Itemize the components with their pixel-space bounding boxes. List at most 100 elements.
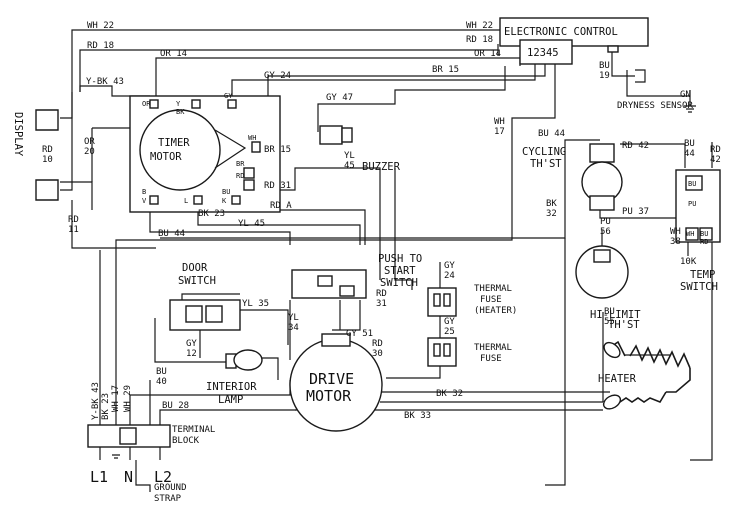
- wire-or20-2: 20: [84, 147, 95, 157]
- wire-rd18-right: RD 18: [466, 35, 493, 45]
- ts-wh: WH: [686, 230, 694, 238]
- ts-pu: PU: [688, 200, 696, 208]
- wire-bu40-1: BU: [156, 367, 167, 377]
- wire-gy24-push-1: GY: [444, 261, 455, 271]
- ground-strap-label-2: STRAP: [154, 494, 182, 504]
- ts-rd: RD: [700, 238, 708, 246]
- wire-gy24-push-2: 24: [444, 271, 455, 281]
- dryness-sensor-label-1: DRYNESS SENSOR: [617, 101, 693, 111]
- terminal-v: V: [142, 197, 147, 205]
- timer-motor: TIMER MOTOR OR Y BK GY WH BR RD B V L BU…: [129, 92, 281, 213]
- hi-limit-thermostat: HI-LIMIT TH'ST: [575, 230, 641, 331]
- wire-yl45-buzzer-2: 45: [344, 161, 355, 171]
- wire-yl34-2: 34: [288, 323, 299, 333]
- hi-limit-label-2: TH'ST: [608, 319, 640, 331]
- heater: HEATER: [598, 340, 691, 403]
- wire-wh22-right: WH 22: [466, 21, 493, 31]
- wire-bu19-2: 19: [599, 71, 610, 81]
- buzzer-label: BUZZER: [362, 161, 401, 173]
- wire-yl45-buzzer-1: YL: [344, 151, 355, 161]
- l2-label: L2: [154, 468, 172, 486]
- wire-rd31-timer: RD 31: [264, 181, 291, 191]
- wire-gy47: GY 47: [326, 93, 353, 103]
- wire-rd30-1: RD: [372, 339, 383, 349]
- thermal-fuse-heater-label-1: THERMAL: [474, 284, 512, 294]
- interior-lamp-label-2: LAMP: [218, 394, 243, 406]
- door-switch-label-2: SWITCH: [178, 275, 216, 287]
- terminal-bu: BU: [222, 188, 230, 196]
- display-label: DISPLAY: [12, 112, 24, 157]
- wire-or14-right: OR 14: [474, 49, 501, 59]
- ground-gn-label: GN: [680, 90, 691, 100]
- thermal-fuse-label-1: THERMAL: [474, 343, 512, 353]
- wire-or14-left: OR 14: [160, 49, 187, 59]
- wire-bu40-2: 40: [156, 377, 167, 387]
- wire-wh17-right-2: 17: [494, 127, 505, 137]
- wire-rd42-right-2: 42: [710, 155, 721, 165]
- wire-gy25-1: GY: [444, 317, 455, 327]
- wire-rd10-2: 10: [42, 155, 53, 165]
- interior-lamp: INTERIOR LAMP: [206, 349, 263, 406]
- interior-lamp-label-1: INTERIOR: [206, 381, 257, 393]
- timer-motor-label-2: MOTOR: [150, 151, 182, 163]
- wire-gy12-1: GY: [186, 339, 197, 349]
- wire-gy25-2: 25: [444, 327, 455, 337]
- wire-pu56-1: PU: [600, 217, 611, 227]
- drive-motor: DRIVE MOTOR: [289, 333, 383, 432]
- wire-rd30-2: 30: [372, 349, 383, 359]
- ts-bu: BU: [688, 180, 696, 188]
- wire-wh17-right-1: WH: [494, 117, 505, 127]
- temp-switch: BU PU WH BU RD TEMP SWITCH 10K: [675, 169, 721, 293]
- cycling-thst-label-2: TH'ST: [530, 158, 562, 170]
- ts-bu2: BU: [700, 230, 708, 238]
- wire-rd10-1: RD: [42, 145, 53, 155]
- terminal-bk: BK: [176, 108, 185, 116]
- wire-bu44-top: BU 44: [538, 129, 565, 139]
- wire-bu44-timer: BU 44: [158, 229, 185, 239]
- terminal-wh: WH: [248, 134, 256, 142]
- wire-br15-top: BR 15: [432, 65, 459, 75]
- terminal-block-label-2: BLOCK: [172, 436, 200, 446]
- resistor-10k-label: 10K: [680, 257, 697, 267]
- wires: [60, 29, 713, 486]
- wire-bk23: BK 23: [198, 209, 225, 219]
- heater-connectors: [602, 341, 622, 410]
- thermal-fuse-heater-label-2: FUSE: [480, 295, 502, 305]
- wire-wh17-bottom: WH 17: [111, 385, 121, 412]
- cycling-thermostat: CYCLING TH'ST: [522, 143, 623, 211]
- terminal-k: K: [222, 197, 227, 205]
- wire-wh22-left: WH 22: [87, 21, 114, 31]
- wire-bk32-right-1: BK: [546, 199, 557, 209]
- dryness-sensor: DRYNESS SENSOR GN: [617, 69, 696, 113]
- wire-bu44-right-1: BU: [684, 139, 695, 149]
- wire-bk32-bottom: BK 32: [436, 389, 463, 399]
- terminal-br: BR: [236, 160, 245, 168]
- wire-bu44-right-2: 44: [684, 149, 695, 159]
- wire-gy12-2: 12: [186, 349, 197, 359]
- wire-bu55-2: 55: [604, 317, 615, 327]
- wire-bk33: BK 33: [404, 411, 431, 421]
- drive-motor-label-2: MOTOR: [306, 387, 352, 405]
- wire-gy51: GY 51: [346, 329, 373, 339]
- wire-wh29: WH 29: [123, 385, 133, 412]
- terminal-l: L: [184, 197, 188, 205]
- buzzer: BUZZER: [319, 125, 401, 173]
- hi-limit-label-1: HI-LIMIT: [590, 309, 641, 321]
- electronic-control-label: ELECTRONIC CONTROL: [504, 26, 618, 38]
- wire-bu19-1: BU: [599, 61, 610, 71]
- wire-labels: WH 22 WH 22 RD 18 RD 18 OR 14 OR 14 Y-BK…: [42, 21, 721, 421]
- wire-rd18-left: RD 18: [87, 41, 114, 51]
- thermal-fuse-heater-label-3: (HEATER): [474, 306, 517, 316]
- push-to-start-switch: PUSH TO START SWITCH: [291, 253, 422, 299]
- wire-pu37: PU 37: [622, 207, 649, 217]
- ground-strap-label-1: GROUND: [154, 483, 187, 493]
- terminal-gy: GY: [224, 92, 233, 100]
- door-switch-label-1: DOOR: [182, 262, 208, 274]
- terminal-or: OR: [142, 100, 151, 108]
- wire-rd31-push-2: 31: [376, 299, 387, 309]
- wire-ybk43-bottom: Y-BK 43: [91, 382, 101, 420]
- wire-rd42-right-1: RD: [710, 145, 721, 155]
- wire-rd-a: RD A: [270, 201, 292, 211]
- wire-wh38-2: 38: [670, 237, 681, 247]
